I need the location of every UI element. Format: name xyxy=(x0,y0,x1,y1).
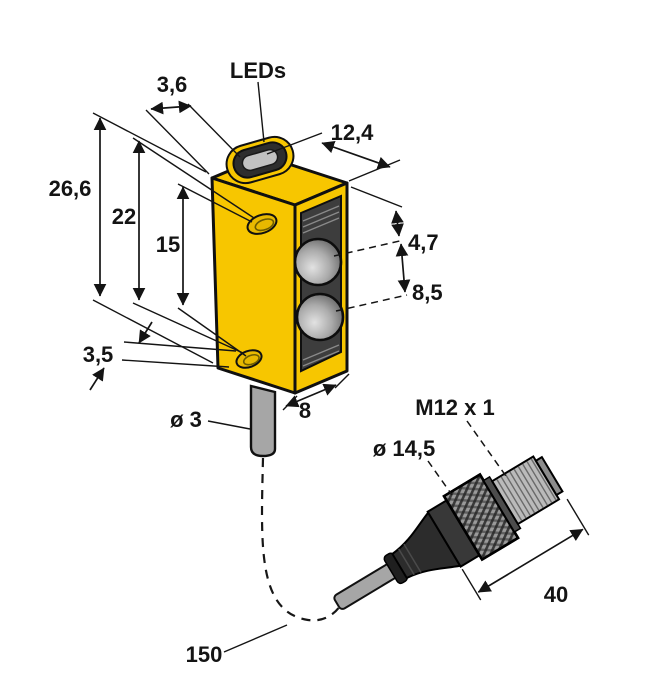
mounting-hole-top xyxy=(246,213,278,235)
label-3-5: 3,5 xyxy=(83,342,114,367)
thread-lines xyxy=(496,458,557,521)
ext-line-40-a xyxy=(461,568,482,601)
ext-line-26-6-a xyxy=(92,112,207,173)
centerline-lens-lower xyxy=(335,294,408,312)
label-12-4: 12,4 xyxy=(331,120,375,145)
labels: LEDs 3,6 12,4 26,6 22 15 4,7 8,5 3,5 ø 3… xyxy=(49,58,569,667)
label-connector-dia: ø 14,5 xyxy=(373,436,435,461)
ext-line-3-5-b xyxy=(121,359,230,368)
label-150: 150 xyxy=(186,642,223,667)
connector xyxy=(333,455,590,610)
ext-line-40-b xyxy=(566,498,590,536)
cable-break-curve xyxy=(260,457,341,622)
dim-line-4-7 xyxy=(391,210,404,237)
label-8-5: 8,5 xyxy=(412,280,443,305)
mounting-hole-bottom xyxy=(235,349,263,369)
leader-cable-len xyxy=(223,624,288,653)
lens-lower xyxy=(295,292,345,342)
label-cable-dia: ø 3 xyxy=(170,407,202,432)
dim-arrow-3-5-a xyxy=(138,321,153,344)
ext-line-3-6-b xyxy=(187,103,241,158)
panel-louvers-bottom xyxy=(302,344,340,367)
leader-connector-dia xyxy=(427,460,453,496)
dim-arrow-3-5-b xyxy=(89,367,105,391)
leader-leds xyxy=(257,81,265,143)
sensor-body xyxy=(210,135,349,395)
label-22: 22 xyxy=(112,204,136,229)
ext-line-26-6-b xyxy=(92,299,214,364)
label-leds: LEDs xyxy=(230,58,286,83)
strain-relief-ridges xyxy=(398,543,422,576)
label-3-6: 3,6 xyxy=(157,72,188,97)
ext-line-15-b xyxy=(177,307,247,357)
ext-line-12-4-a xyxy=(266,132,323,155)
panel-louvers-top xyxy=(302,205,340,234)
label-15: 15 xyxy=(156,232,180,257)
dimensions xyxy=(89,81,509,653)
ext-line-4-7 xyxy=(350,186,403,208)
dim-line-3-6 xyxy=(150,100,192,115)
ext-line-3-6-a xyxy=(145,109,210,175)
connector-tip xyxy=(534,455,564,497)
ext-line-15-a xyxy=(177,183,253,223)
ext-line-22-a xyxy=(132,137,255,219)
label-thread: M12 x 1 xyxy=(415,395,495,420)
label-4-7: 4,7 xyxy=(408,230,439,255)
led-lens xyxy=(241,148,279,172)
dim-line-12-4 xyxy=(321,141,391,169)
dim-line-8-5 xyxy=(395,243,411,293)
dim-line-40 xyxy=(477,528,584,593)
ext-line-8-b xyxy=(334,373,350,389)
cable-stub xyxy=(249,384,277,458)
leader-cable-dia xyxy=(207,420,251,430)
ext-line-22-b xyxy=(132,302,244,354)
lens-upper xyxy=(293,237,343,287)
dim-line-8 xyxy=(285,383,337,408)
label-26-6: 26,6 xyxy=(49,176,92,201)
led-window xyxy=(225,135,295,185)
label-40: 40 xyxy=(544,582,568,607)
label-8: 8 xyxy=(299,398,311,423)
ext-line-12-4-b xyxy=(348,159,401,182)
